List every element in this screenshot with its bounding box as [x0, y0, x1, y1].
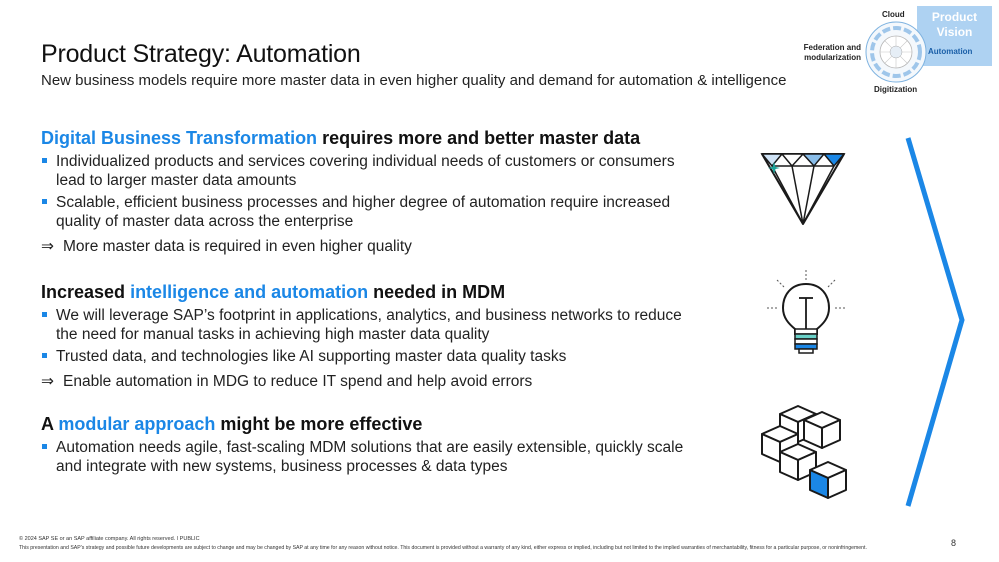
diamond-icon	[760, 153, 846, 225]
copyright-text: © 2024 SAP SE or an SAP affiliate compan…	[19, 536, 200, 542]
implies-arrow-icon: ⇒	[41, 238, 54, 255]
bullet-list: We will leverage SAP’s footprint in appl…	[41, 306, 701, 366]
heading-highlight: intelligence and automation	[130, 282, 369, 302]
bullet-item: Scalable, efficient business processes a…	[41, 193, 701, 231]
section-intelligence-automation: Increased intelligence and automation ne…	[41, 282, 701, 391]
heading-prefix: A	[41, 414, 59, 434]
page-subtitle: New business models require more master …	[41, 72, 787, 89]
heading-prefix: Increased	[41, 282, 131, 302]
bullet-list: Automation needs agile, fast-scaling MDM…	[41, 438, 701, 476]
bullet-item: We will leverage SAP’s footprint in appl…	[41, 306, 701, 344]
heading-highlight: modular approach	[58, 414, 216, 434]
section-heading: Increased intelligence and automation ne…	[41, 282, 701, 303]
section-heading: A modular approach might be more effecti…	[41, 414, 701, 435]
bullet-item: Trusted data, and technologies like AI s…	[41, 347, 701, 366]
disclaimer-text: This presentation and SAP’s strategy and…	[19, 545, 867, 551]
heading-highlight: Digital Business Transformation	[41, 128, 318, 148]
heading-rest: needed in MDM	[368, 282, 506, 302]
page-title: Product Strategy: Automation	[41, 40, 361, 68]
bullet-item: Individualized products and services cov…	[41, 152, 701, 190]
section-digital-transformation: Digital Business Transformation requires…	[41, 128, 701, 256]
implies-arrow-icon: ⇒	[41, 373, 54, 390]
section-heading: Digital Business Transformation requires…	[41, 128, 701, 149]
heading-rest: requires more and better master data	[317, 128, 641, 148]
product-vision-title: Product Vision	[931, 10, 978, 39]
automation-label: Automation	[928, 47, 973, 56]
bullet-item: Automation needs agile, fast-scaling MDM…	[41, 438, 701, 476]
page-number: 8	[951, 538, 957, 548]
chevron-right-icon	[905, 137, 965, 507]
federation-label: Federation and modularization	[803, 43, 861, 62]
heading-rest: might be more effective	[215, 414, 423, 434]
conclusion-text: More master data is required in even hig…	[63, 238, 412, 255]
product-vision-box	[917, 6, 992, 66]
conclusion-text: Enable automation in MDG to reduce IT sp…	[63, 373, 533, 390]
bullet-list: Individualized products and services cov…	[41, 152, 701, 231]
cloud-label: Cloud	[882, 10, 905, 19]
lightbulb-icon	[767, 270, 845, 354]
digitization-label: Digitization	[874, 85, 918, 94]
conclusion: ⇒ Enable automation in MDG to reduce IT s…	[41, 372, 701, 391]
cubes-icon	[761, 405, 847, 499]
section-modular-approach: A modular approach might be more effecti…	[41, 414, 701, 479]
conclusion: ⇒ More master data is required in even hi…	[41, 237, 701, 256]
strategy-wheel-icon	[865, 21, 927, 83]
